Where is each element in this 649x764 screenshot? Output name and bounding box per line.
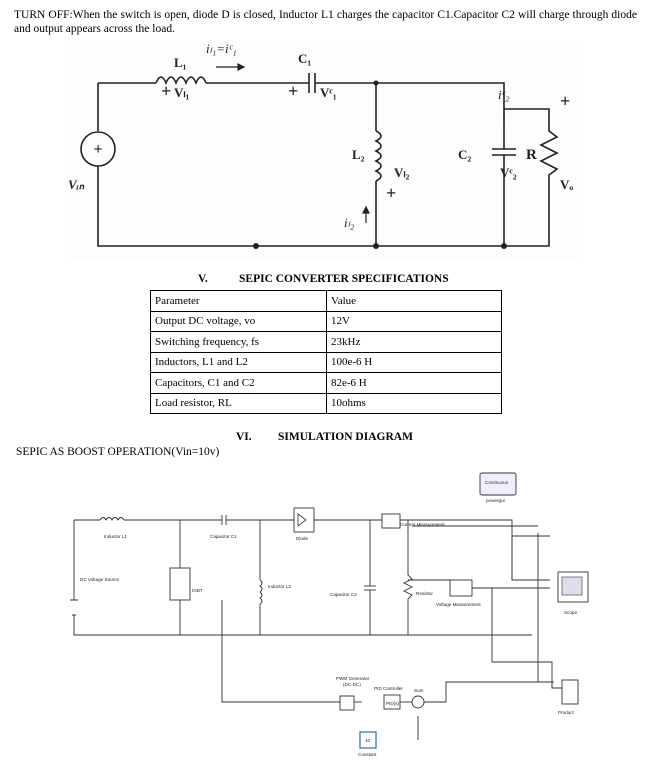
table-header-row: Parameter Value (150, 290, 502, 312)
igbt-block[interactable] (169, 567, 191, 601)
label-resistor: Resistor (416, 591, 433, 596)
label-l2: L₂ (352, 147, 365, 162)
label-constant: Constant (358, 752, 377, 757)
simulation-diagram: Continuous powergui Inductor L1 Capacito… (70, 472, 589, 757)
table-cell: Load resistor, RL (150, 392, 327, 414)
label-vl2: Vₗ₂ (394, 165, 410, 180)
product-block[interactable] (561, 679, 579, 705)
voltage-measurement-block[interactable] (449, 579, 473, 597)
label-ic2: iᶜ₂ (498, 87, 510, 102)
label-inductor-l1: Inductor L1 (104, 534, 127, 539)
label-sum: Sum (414, 688, 424, 693)
label-constant-value: 10 (365, 738, 371, 743)
plus-c1: + (288, 81, 298, 101)
label-continuous: Continuous (485, 480, 509, 485)
label-capacitor-c2: Capacitor C2 (330, 592, 357, 597)
label-diode: Diode (296, 536, 308, 541)
table-cell: 100e-6 H (326, 351, 502, 373)
label-scope: Scope (564, 610, 577, 615)
intro-paragraph: TURN OFF:When the switch is open, diode … (14, 9, 637, 35)
source-plus: + (93, 141, 102, 158)
table-cell: 82e-6 H (326, 372, 502, 394)
label-inductor-l2: Inductor L2 (268, 584, 291, 589)
label-vo: Vₒ (560, 177, 573, 192)
plus-out: + (560, 91, 570, 111)
continuous-block[interactable] (479, 472, 517, 496)
sepic-circuit-figure: + L₁ + Vₗ₁ iₗ₁=iᶜ₁ C₁ + Vᶜ₁ L₂ Vₗ₂ + iₗ₂… (66, 41, 583, 259)
label-vc2: Vᶜ₂ (500, 165, 517, 180)
label-current-measurement: Current Measurement (400, 522, 445, 527)
label-c2: C₂ (458, 147, 471, 162)
table-cell: 12V (326, 310, 502, 332)
label-il2: iₗ₂ (344, 215, 355, 230)
header-value: Value (326, 290, 502, 312)
table-cell: 23kHz (326, 331, 502, 353)
table-cell: 10ohms (326, 392, 502, 414)
table-cell: Switching frequency, fs (150, 331, 327, 353)
label-pid-block: PID(s) (386, 701, 399, 706)
label-pid: PID Controller (374, 686, 403, 691)
label-r: R (526, 147, 537, 163)
label-dc-source: DC Voltage Source (80, 577, 120, 582)
label-vc1: Vᶜ₁ (320, 85, 337, 100)
label-l1: L₁ (174, 55, 187, 70)
header-parameter: Parameter (150, 290, 327, 312)
section-6-number: VI. (236, 431, 252, 443)
label-capacitor-c1: Capacitor C1 (210, 534, 237, 539)
plus-l1: + (161, 81, 171, 101)
label-pwm-line1: PWM Generator (336, 676, 370, 681)
sum-block[interactable] (411, 695, 425, 709)
section-5-number: V. (198, 273, 208, 285)
pwm-generator-block[interactable] (339, 695, 355, 711)
table-cell: Capacitors, C1 and C2 (150, 372, 327, 394)
section-6-title: SIMULATION DIAGRAM (278, 431, 413, 443)
label-il1-ic1: iₗ₁=iᶜ₁ (206, 41, 237, 56)
constant-block[interactable] (359, 731, 377, 749)
pid-controller-block[interactable] (383, 694, 401, 710)
label-voltage-measurement: Voltage Measurement (436, 602, 481, 607)
table-cell: Output DC voltage, vo (150, 310, 327, 332)
label-igbt: IGBT (192, 588, 203, 593)
table-cell: Inductors, L1 and L2 (150, 351, 327, 373)
plus-l2: + (386, 183, 396, 203)
diode-block[interactable] (293, 507, 315, 533)
label-vl1: Vₗ₁ (174, 85, 190, 100)
label-c1: C₁ (298, 51, 311, 66)
label-powergui: powergui (486, 498, 505, 503)
simulation-caption: SEPIC AS BOOST OPERATION(Vin=10v) (16, 446, 220, 458)
label-product: Product (558, 710, 575, 715)
label-pwm-line2: (DC-DC) (343, 682, 361, 687)
section-5-title: SEPIC CONVERTER SPECIFICATIONS (239, 273, 449, 285)
current-measurement-block[interactable] (381, 513, 401, 529)
label-vin: Vᵢₙ (68, 177, 85, 192)
